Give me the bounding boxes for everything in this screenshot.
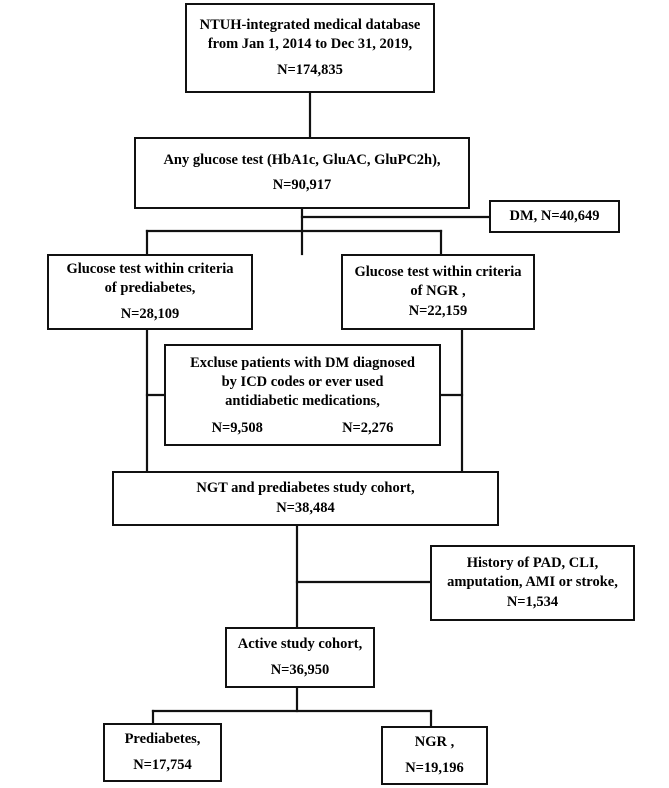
- node-active-line1: Active study cohort,: [237, 636, 363, 653]
- node-ngr-criteria: Glucose test within criteria of NGR , N=…: [341, 254, 535, 330]
- node-history-excluded: History of PAD, CLI, amputation, AMI or …: [430, 545, 635, 621]
- node-source-database: NTUH-integrated medical database from Ja…: [185, 3, 435, 93]
- node-prediabetes-line1: Glucose test within criteria: [66, 261, 234, 278]
- node-ngr-count: N=22,159: [408, 302, 468, 319]
- node-history-line1: History of PAD, CLI,: [466, 555, 599, 572]
- node-prediabetes-count: N=28,109: [120, 305, 180, 322]
- node-final-ngr-line1: NGR ,: [414, 734, 455, 751]
- node-glucose-count: N=90,917: [272, 177, 332, 194]
- node-final-ngr: NGR , N=19,196: [381, 726, 488, 785]
- node-final-prediabetes-count: N=17,754: [133, 756, 192, 773]
- node-active-cohort: Active study cohort, N=36,950: [225, 627, 375, 688]
- node-final-prediabetes-line1: Prediabetes,: [124, 731, 201, 748]
- node-final-ngr-count: N=19,196: [405, 759, 464, 776]
- node-source-count: N=174,835: [277, 61, 343, 78]
- node-exclusion-line2: by ICD codes or ever used: [221, 374, 384, 391]
- node-cohort-count: N=38,484: [276, 499, 335, 516]
- node-exclusion-line3: antidiabetic medications,: [225, 393, 380, 410]
- node-glucose-line1: Any glucose test (HbA1c, GluAC, GluPC2h)…: [163, 151, 441, 168]
- node-ngr-line1: Glucose test within criteria: [354, 264, 522, 281]
- node-cohort-line1: NGT and prediabetes study cohort,: [196, 480, 415, 497]
- node-study-cohort: NGT and prediabetes study cohort, N=38,4…: [112, 471, 499, 526]
- node-history-line2: amputation, AMI or stroke,: [447, 574, 618, 591]
- node-exclusion-counts: N=9,508 N=2,276: [172, 419, 433, 438]
- node-prediabetes-line2: of prediabetes,: [104, 280, 196, 297]
- node-prediabetes-criteria: Glucose test within criteria of prediabe…: [47, 254, 253, 330]
- node-source-line1: NTUH-integrated medical database: [199, 17, 421, 34]
- node-exclusion-count-left: N=9,508: [211, 419, 263, 436]
- node-ngr-line2: of NGR ,: [410, 283, 466, 300]
- node-final-prediabetes: Prediabetes, N=17,754: [103, 723, 222, 782]
- node-glucose-test: Any glucose test (HbA1c, GluAC, GluPC2h)…: [134, 137, 470, 209]
- node-dm-excluded: DM, N=40,649: [489, 200, 620, 233]
- node-exclusion-count-right: N=2,276: [342, 419, 394, 436]
- node-dm-label: DM, N=40,649: [509, 207, 600, 224]
- node-exclusion-line1: Excluse patients with DM diagnosed: [190, 355, 415, 371]
- node-history-count: N=1,534: [506, 593, 559, 610]
- node-active-count: N=36,950: [270, 661, 330, 678]
- node-source-line2: from Jan 1, 2014 to Dec 31, 2019,: [207, 36, 413, 53]
- node-exclusion-criteria: Excluse patients with DM diagnosed by IC…: [164, 344, 441, 446]
